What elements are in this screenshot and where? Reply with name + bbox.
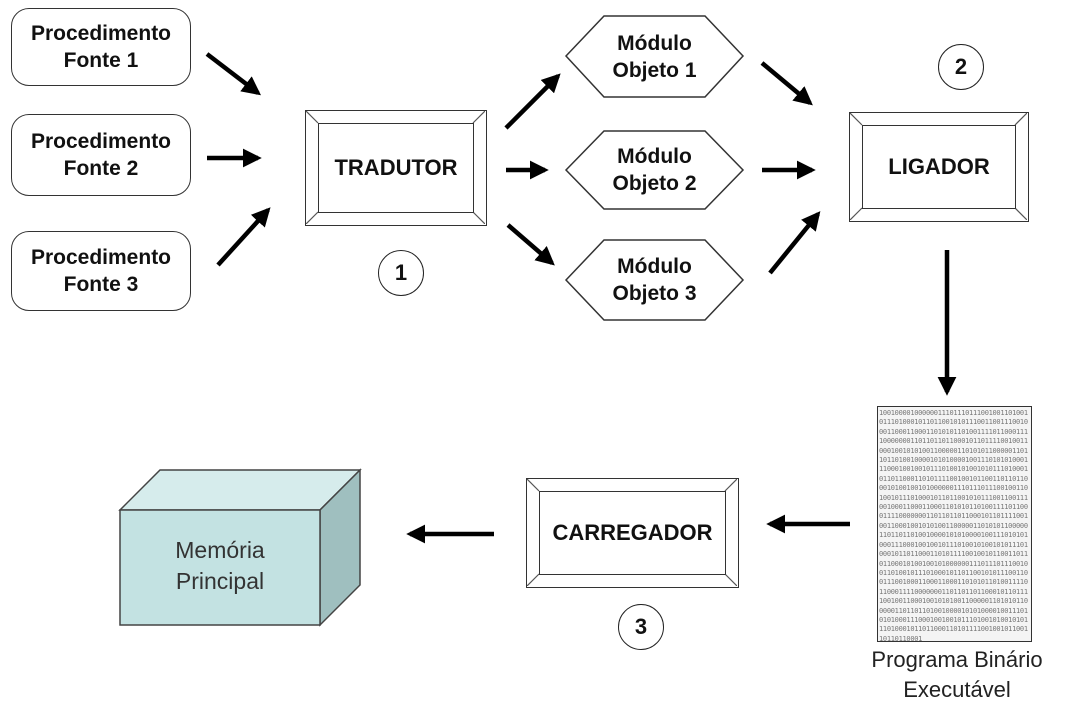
- source-procedure-1: Procedimento Fonte 1: [11, 8, 191, 86]
- memory-front-face: [119, 509, 321, 626]
- executable-caption: Programa Binário Executável: [838, 645, 1076, 705]
- module-2-hexagon: [564, 130, 745, 210]
- step-2-badge: 2: [938, 44, 984, 90]
- translator-label: TRADUTOR: [318, 123, 474, 213]
- translator-bevel: [306, 111, 485, 224]
- module-1-hexagon: [564, 15, 745, 98]
- module-1-line1: Módulo: [617, 31, 692, 55]
- loader-box: CARREGADOR: [526, 478, 739, 588]
- executable-caption-line2: Executável: [903, 677, 1011, 702]
- linker-bevel: [850, 113, 1027, 220]
- memory-top-face: [118, 469, 362, 511]
- arrow-module3-linker: [768, 211, 821, 275]
- module-3-line1: Módulo: [617, 255, 692, 278]
- module-3-line2: Objeto 3: [612, 282, 697, 305]
- main-memory-label: Memória Principal: [120, 535, 320, 597]
- memory-line1: Memória: [175, 537, 265, 563]
- module-object-2: Módulo Objeto 2: [566, 131, 743, 209]
- memory-line2: Principal: [175, 568, 265, 594]
- source-2-line1: Procedimento: [30, 130, 172, 153]
- module-1-line2: Objeto 1: [612, 58, 697, 82]
- linker-label: LIGADOR: [862, 125, 1016, 209]
- source-1-line1: Procedimento: [30, 22, 172, 45]
- loader-bevel: [527, 479, 737, 586]
- source-procedure-2: Procedimento Fonte 2: [11, 114, 191, 196]
- source-3-line2: Fonte 3: [63, 273, 139, 296]
- arrow-source1-translator: [205, 52, 262, 96]
- source-2-line2: Fonte 2: [63, 157, 139, 180]
- arrow-module1-linker: [760, 61, 813, 106]
- step-3-badge: 3: [618, 604, 664, 650]
- source-1-line2: Fonte 1: [63, 49, 139, 72]
- arrow-translator-module3: [506, 223, 555, 266]
- module-3-hexagon: [564, 239, 745, 321]
- loader-label: CARREGADOR: [539, 491, 726, 575]
- linker-box: LIGADOR: [849, 112, 1029, 222]
- binary-executable-image: 1001000010000001110111011100100110100101…: [877, 406, 1032, 642]
- arrow-translator-module1: [504, 73, 561, 130]
- translator-box: TRADUTOR: [305, 110, 487, 226]
- module-object-3: Módulo Objeto 3: [566, 240, 743, 320]
- module-2-line1: Módulo: [617, 145, 692, 168]
- source-procedure-3: Procedimento Fonte 3: [11, 231, 191, 311]
- source-3-line1: Procedimento: [30, 246, 172, 269]
- executable-caption-line1: Programa Binário: [871, 647, 1043, 672]
- step-1-badge: 1: [378, 250, 424, 296]
- arrow-source3-translator: [216, 207, 271, 267]
- module-2-line2: Objeto 2: [612, 172, 697, 195]
- module-object-1: Módulo Objeto 1: [566, 16, 743, 97]
